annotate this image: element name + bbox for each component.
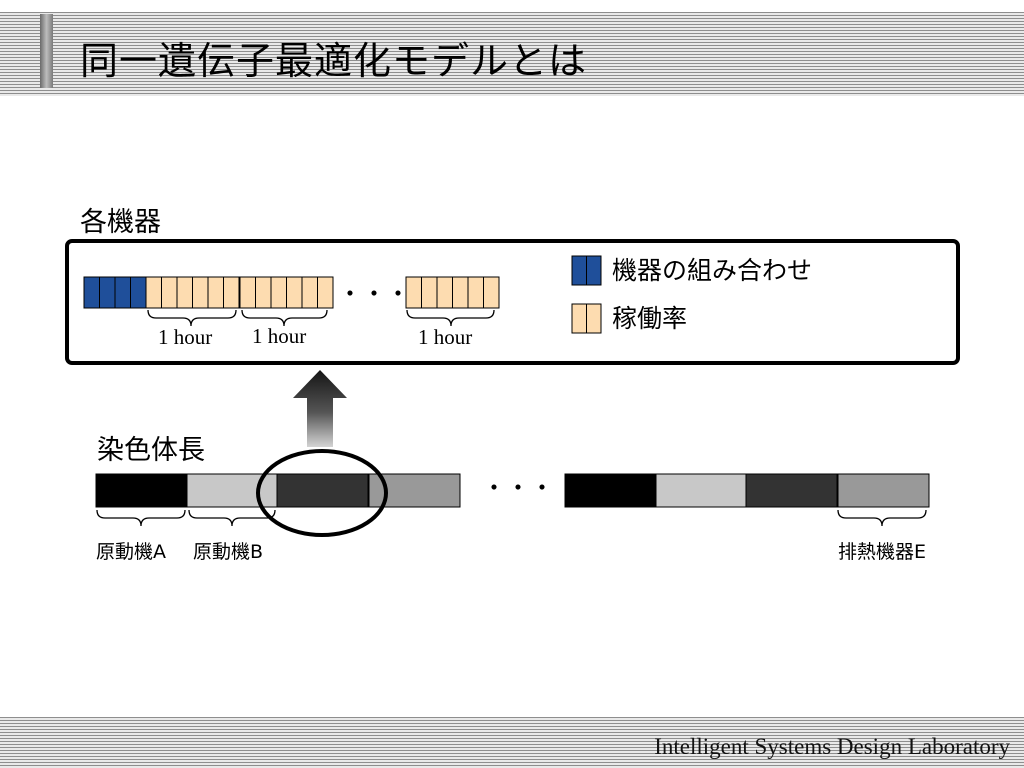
gene-brace-e [837, 509, 927, 527]
combo-cell [99, 276, 116, 309]
gene-brace-a [96, 509, 186, 527]
utilization-cell [207, 276, 224, 309]
gene-block [745, 473, 838, 508]
utilization-cell [192, 276, 209, 309]
utilization-cell [270, 276, 287, 309]
hour-brace-2 [241, 309, 328, 327]
title-marker [40, 14, 53, 88]
combo-cell [83, 276, 100, 309]
slide-title: 同一遺伝子最適化モデルとは [80, 39, 588, 83]
gene-cells [83, 276, 500, 309]
combo-cell [114, 276, 131, 309]
hour-brace-1 [147, 309, 237, 327]
hour-label-1: 1 hour [158, 325, 212, 349]
hour-brace-3 [406, 309, 495, 327]
utilization-cell [161, 276, 178, 309]
utilization-cell [436, 276, 453, 309]
legend-label-utilization: 稼働率 [612, 304, 687, 333]
chromosome-label: 染色体長 [97, 435, 205, 466]
utilization-cell [286, 276, 303, 309]
gene-label-b: 原動機B [193, 541, 263, 563]
footer-lab-name: Intelligent Systems Design Laboratory [654, 734, 1010, 759]
utilization-cell [145, 276, 162, 309]
utilization-cell [176, 276, 193, 309]
utilization-cell [467, 276, 484, 309]
gene-brace-b [188, 509, 276, 527]
gene-block [837, 473, 930, 508]
gene-block [276, 473, 369, 508]
device-panel [65, 239, 960, 365]
utilization-cell [223, 276, 240, 309]
utilization-cell [421, 276, 438, 309]
utilization-cell [317, 276, 334, 309]
footer-band [0, 717, 1024, 768]
combo-cell [130, 276, 147, 309]
gene-block [95, 473, 188, 508]
hour-label-3: 1 hour [418, 325, 472, 349]
highlight-circle [256, 449, 388, 537]
utilization-cell [255, 276, 272, 309]
title-band [0, 12, 1024, 96]
device-ellipsis: ・・・ [338, 280, 410, 308]
utilization-cell [239, 276, 256, 309]
chromosome-ellipsis: ・・・ [482, 474, 554, 502]
gene-block [186, 473, 279, 508]
hour-label-2: 1 hour [252, 324, 306, 348]
gene-block [655, 473, 748, 508]
legend-label-combo: 機器の組み合わせ [612, 256, 812, 285]
gene-label-e: 排熱機器E [838, 541, 926, 563]
utilization-cell [483, 276, 500, 309]
utilization-cell [452, 276, 469, 309]
device-section-label: 各機器 [80, 207, 161, 238]
up-arrow [293, 370, 347, 447]
utilization-cell [301, 276, 318, 309]
gene-label-a: 原動機A [96, 541, 166, 563]
gene-block [564, 473, 657, 508]
